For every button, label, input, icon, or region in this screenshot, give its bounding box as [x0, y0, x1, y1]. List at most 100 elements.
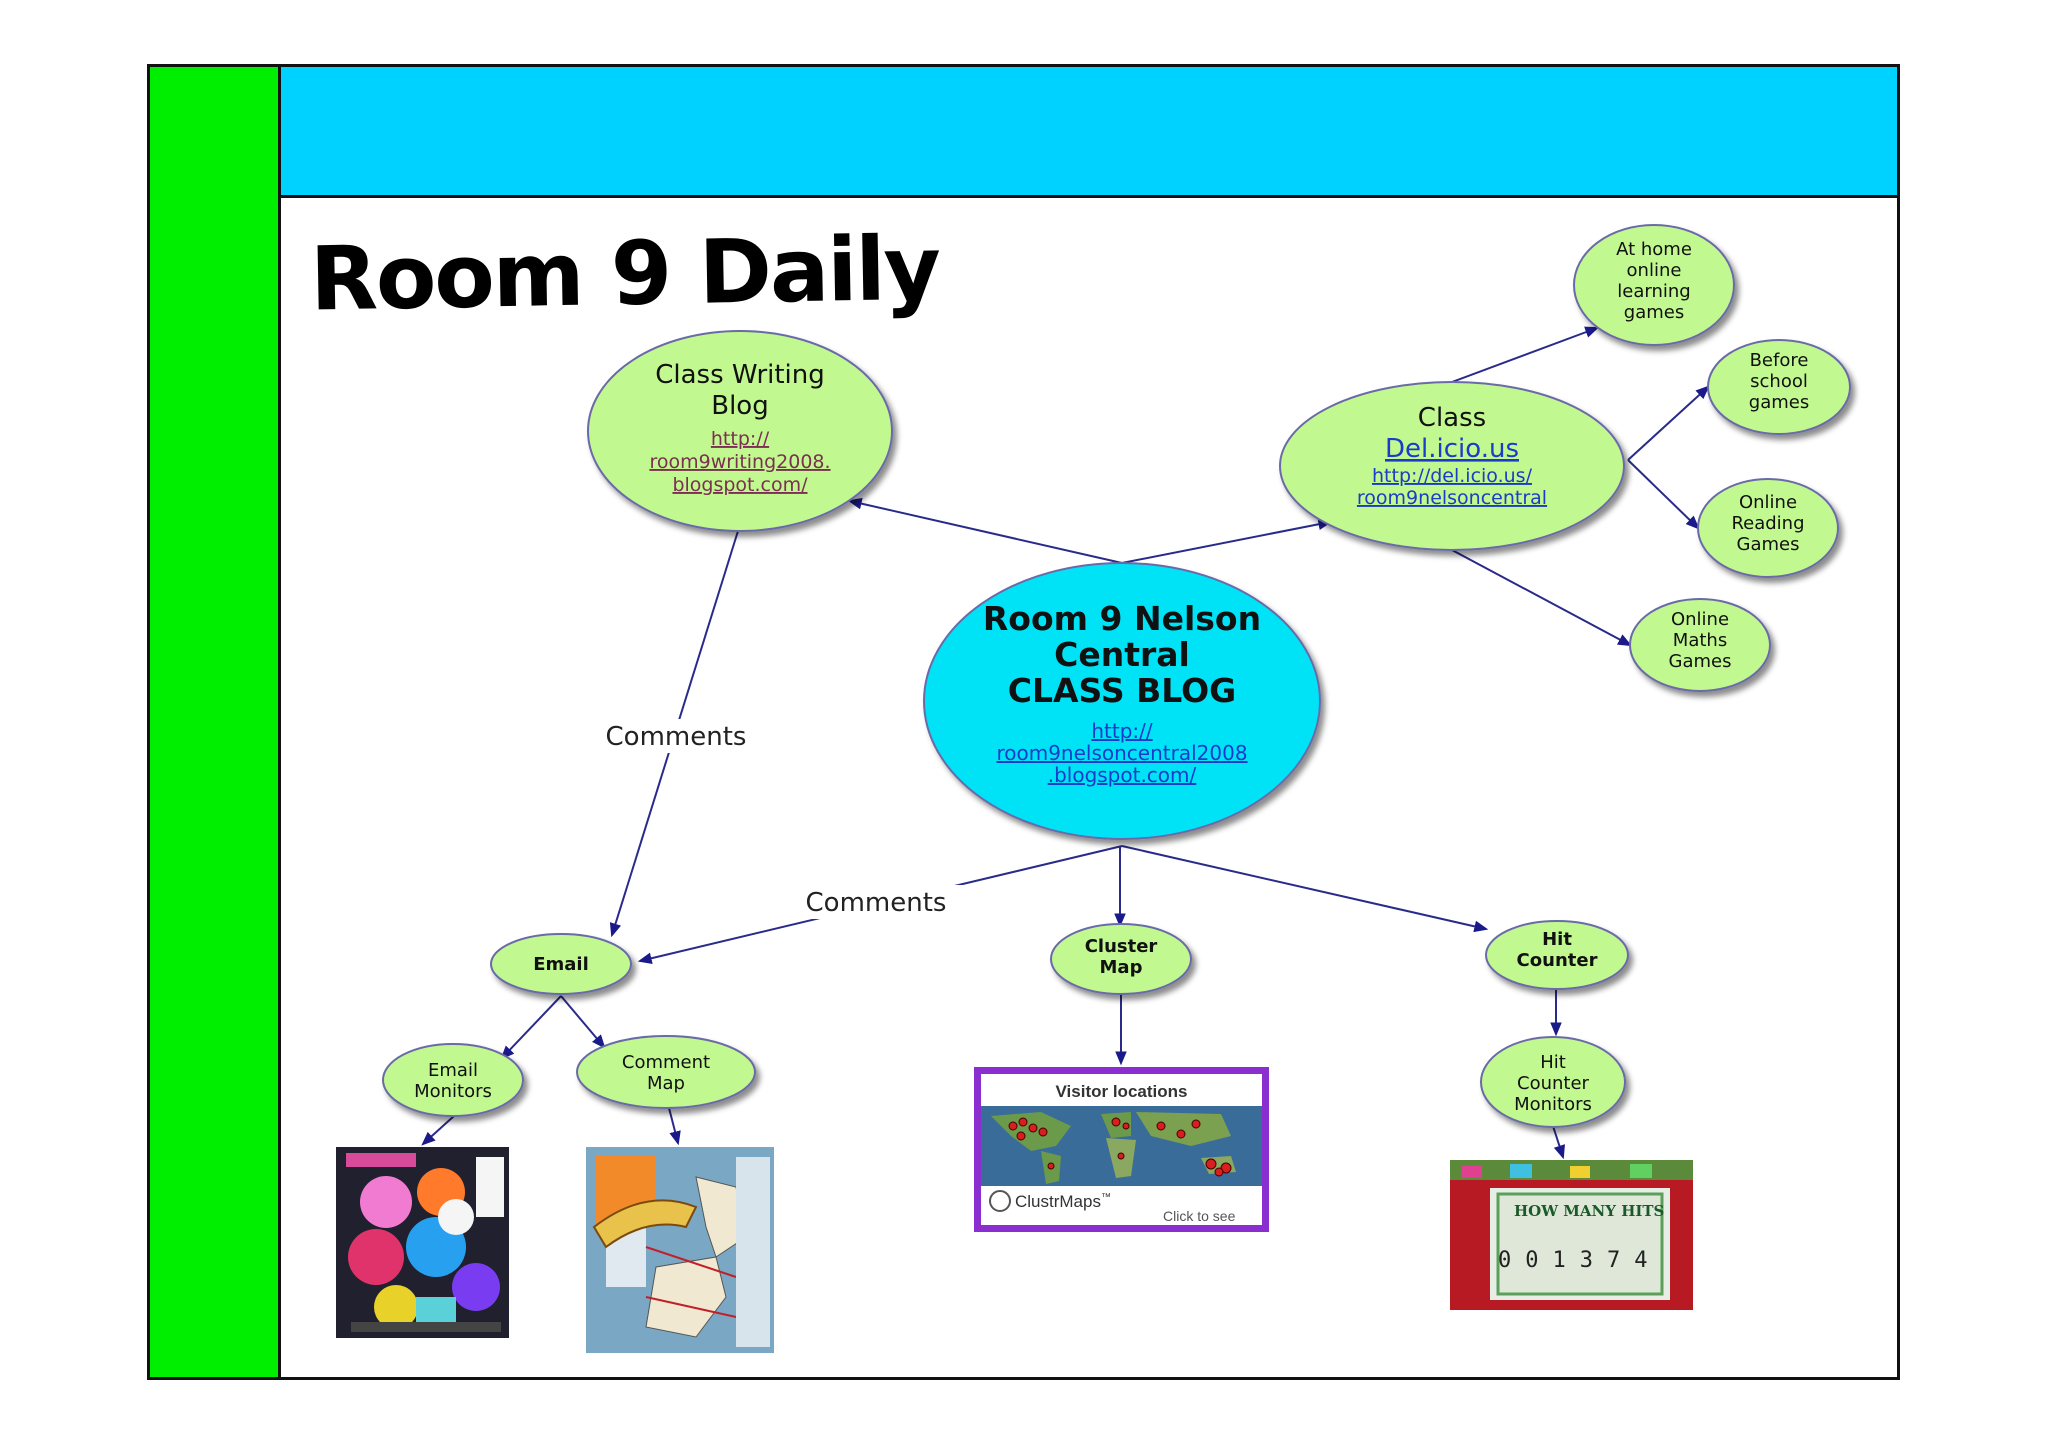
clustrmaps-trademark: ™ [1100, 1192, 1111, 1203]
edge-label-bg [588, 719, 764, 753]
node-label: games [1624, 302, 1684, 323]
edge-arrow-10 [500, 995, 562, 1060]
node-label: Email [533, 954, 589, 975]
edge-arrow-3 [1627, 385, 1710, 461]
node-url[interactable]: blogspot.com/ [672, 474, 808, 496]
node-label: Counter [1517, 1073, 1590, 1094]
node-label: Cluster [1085, 936, 1158, 957]
node-email[interactable]: Email [490, 933, 632, 995]
edge-arrow-2 [1451, 326, 1600, 383]
node-ellipse [1279, 381, 1625, 551]
node-link[interactable]: Del.icio.us [1385, 434, 1519, 464]
node-label: Online [1671, 609, 1729, 630]
comment-map-photo [586, 1147, 774, 1353]
node-label: Email [428, 1060, 478, 1081]
node-url[interactable]: http:// [1091, 719, 1153, 743]
node-url[interactable]: http://del.icio.us/ [1372, 465, 1533, 487]
node-label: Room 9 Nelson [983, 599, 1261, 638]
edge-arrow-9 [1121, 845, 1489, 933]
node-label: Hit [1542, 929, 1572, 950]
node-label: Class Writing [655, 360, 825, 390]
node-label: games [1749, 392, 1809, 413]
node-ellipse [923, 562, 1321, 840]
node-label: Games [1669, 651, 1732, 672]
node-label: Map [647, 1073, 685, 1094]
edge-arrow-16 [1552, 1125, 1565, 1160]
clustrmaps-logo-icon [989, 1190, 1011, 1212]
email-monitors-photo-art [336, 1147, 509, 1338]
blue-header-bar [278, 64, 1900, 198]
edge-label-comments-left: Comments [606, 722, 747, 752]
node-label: Online [1739, 492, 1797, 513]
green-side-bar [147, 64, 281, 1380]
hit-counter-photo: HOW MANY HITS 001374 [1450, 1160, 1693, 1310]
clustrmaps-heading: Visitor locations [1055, 1082, 1188, 1101]
node-ellipse [587, 330, 893, 532]
edge-arrow-4 [1627, 459, 1700, 530]
node-label: Central [1054, 635, 1190, 674]
edge-arrow-14 [421, 1115, 455, 1146]
node-label: Hit [1540, 1052, 1566, 1073]
edge-arrow-5 [1451, 549, 1633, 647]
node-ellipse [490, 933, 632, 995]
clustrmaps-widget[interactable]: Visitor locations ClustrMaps™ Click to s… [974, 1067, 1269, 1232]
node-url[interactable]: .blogspot.com/ [1048, 763, 1197, 787]
node-label: Games [1737, 534, 1800, 555]
node-ellipse [382, 1043, 524, 1117]
node-label: learning [1617, 281, 1690, 302]
node-label: Counter [1517, 950, 1598, 971]
email-monitors-photo [336, 1147, 509, 1338]
node-label: At home [1616, 239, 1692, 260]
node-url[interactable]: http:// [711, 428, 770, 450]
node-label: Reading [1731, 513, 1804, 534]
edge-arrow-11 [560, 995, 606, 1049]
node-url[interactable]: room9writing2008. [649, 451, 830, 473]
node-ellipse [576, 1035, 756, 1109]
world-map [981, 1106, 1262, 1186]
edge-arrow-1 [1121, 518, 1333, 564]
node-ellipse [1629, 598, 1771, 692]
node-label: Comment [622, 1052, 710, 1073]
node-url[interactable]: room9nelsoncentral2008 [996, 741, 1247, 765]
node-ellipse [1480, 1036, 1626, 1128]
comment-map-photo-art [586, 1147, 774, 1353]
node-ellipse [1697, 478, 1839, 578]
node-delicious[interactable]: ClassDel.icio.ushttp://del.icio.us/room9… [1279, 381, 1625, 551]
node-url[interactable]: room9nelsoncentral [1357, 487, 1547, 509]
node-label: Monitors [1514, 1094, 1592, 1115]
hit-counter-value: 001374 [1498, 1248, 1662, 1273]
node-label: online [1627, 260, 1682, 281]
node-label: Blog [711, 391, 768, 421]
node-label: Class [1418, 403, 1486, 433]
node-ellipse [1050, 923, 1192, 995]
hit-counter-photo-art [1450, 1160, 1693, 1310]
clustrmaps-brand: ClustrMaps™ [1015, 1192, 1111, 1212]
hit-counter-banner: HOW MANY HITS [1514, 1202, 1665, 1220]
node-ellipse [1707, 339, 1851, 435]
node-label: Monitors [414, 1081, 492, 1102]
node-label: Before [1750, 350, 1809, 371]
clustrmaps-click-label[interactable]: Click to see [1163, 1208, 1236, 1224]
edge-arrow-0 [847, 497, 1123, 564]
node-label: CLASS BLOG [1008, 671, 1236, 710]
node-label: Map [1100, 957, 1143, 978]
node-label: Maths [1673, 630, 1727, 651]
clustrmaps-brand-name: ClustrMaps [1015, 1192, 1101, 1211]
edge-arrow-15 [668, 1107, 681, 1146]
node-ellipse [1573, 224, 1735, 346]
node-ellipse [1485, 920, 1629, 990]
node-label: school [1750, 371, 1808, 392]
